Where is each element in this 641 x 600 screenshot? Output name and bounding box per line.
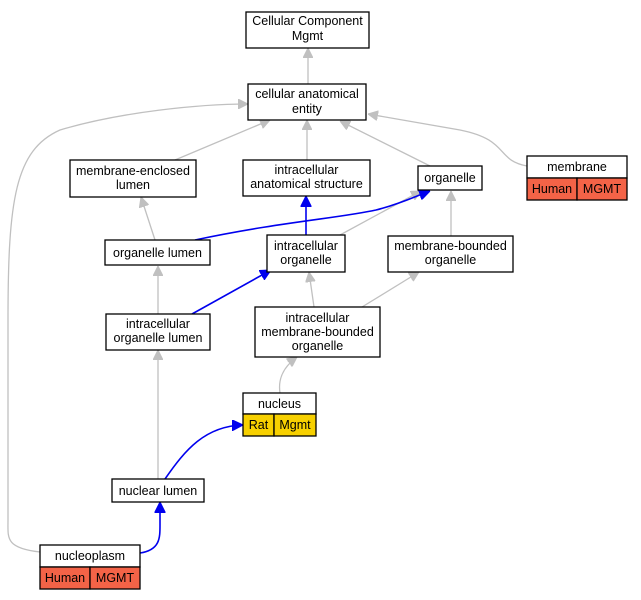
species-label: Human <box>532 182 572 196</box>
edges <box>7 48 528 554</box>
node-label-line: organelle <box>280 253 331 267</box>
edge-membrane-to-cae <box>368 114 528 167</box>
node-label-line: intracellular <box>126 317 190 331</box>
edge-ol-to-mel <box>141 197 156 241</box>
node-organelle-lumen[interactable]: organelle lumen <box>104 239 211 266</box>
node-membrane-bounded-organelle[interactable]: membrane-bounded organelle <box>387 235 514 273</box>
node-intracellular-anatomical-structure[interactable]: intracellular anatomical structure <box>242 159 371 197</box>
edge-org-to-cae <box>340 120 431 167</box>
node-label-line: membrane-bounded <box>394 239 507 253</box>
node-organelle[interactable]: organelle <box>417 165 483 191</box>
node-label-line: Cellular Component <box>252 14 363 28</box>
edge-mel-to-cae <box>174 120 270 161</box>
species-label: Human <box>45 571 85 585</box>
gene-label: MGMT <box>96 571 135 585</box>
edge-np-to-nl-blue <box>139 502 160 554</box>
node-label-line: cellular anatomical <box>255 87 359 101</box>
node-label-line: organelle <box>292 339 343 353</box>
node-label-line: intracellular <box>286 311 350 325</box>
node-label-line: lumen <box>116 178 150 192</box>
node-intracellular-membrane-bounded-organelle[interactable]: intracellular membrane-bounded organelle <box>254 306 381 358</box>
node-label-line: intracellular <box>274 239 338 253</box>
edge-nucleus-to-imbo <box>278 357 297 394</box>
node-nucleoplasm[interactable]: nucleoplasm Human MGMT <box>39 544 141 590</box>
gene-cell-mgmt <box>576 177 628 201</box>
node-label-line: anatomical structure <box>250 177 363 191</box>
species-label: Rat <box>249 418 269 432</box>
node-label-line: nucleoplasm <box>55 549 125 563</box>
edge-imbo-to-mbo <box>361 272 419 308</box>
gene-label: Mgmt <box>279 418 311 432</box>
edge-ol-to-org-blue <box>194 191 430 241</box>
gene-label: MGMT <box>583 182 622 196</box>
gene-cell-mgmt <box>89 566 141 590</box>
node-membrane[interactable]: membrane Human MGMT <box>526 155 628 201</box>
node-cellular-anatomical-entity[interactable]: cellular anatomical entity <box>247 83 367 121</box>
node-nuclear-lumen[interactable]: nuclear lumen <box>111 478 205 503</box>
node-label-line: organelle lumen <box>113 246 202 260</box>
node-label-line: intracellular <box>275 163 339 177</box>
node-nucleus[interactable]: nucleus Rat Mgmt <box>242 392 317 437</box>
edge-iol-to-io-blue <box>191 269 271 315</box>
node-label-line: membrane-enclosed <box>76 164 190 178</box>
node-intracellular-organelle-lumen[interactable]: intracellular organelle lumen <box>105 313 211 351</box>
node-cellular-component-mgmt[interactable]: Cellular Component Mgmt <box>245 11 370 49</box>
gene-cell-mgmt <box>273 413 317 437</box>
node-intracellular-organelle[interactable]: intracellular organelle <box>266 234 346 273</box>
edge-nl-to-nucleus-blue <box>164 425 243 480</box>
edge-imbo-to-io <box>309 272 314 308</box>
edge-io-to-org <box>339 190 421 236</box>
node-label-line: membrane-bounded <box>261 325 374 339</box>
node-label-line: entity <box>292 102 323 116</box>
node-label-line: organelle lumen <box>114 331 203 345</box>
node-label-line: nuclear lumen <box>119 484 198 498</box>
node-label-line: Mgmt <box>292 29 324 43</box>
node-membrane-enclosed-lumen[interactable]: membrane-enclosed lumen <box>69 159 197 198</box>
node-label-line: nucleus <box>258 397 301 411</box>
node-label-line: organelle <box>425 253 476 267</box>
node-label-line: membrane <box>547 160 607 174</box>
edge-np-to-cae <box>7 104 248 553</box>
node-label-line: organelle <box>424 171 475 185</box>
